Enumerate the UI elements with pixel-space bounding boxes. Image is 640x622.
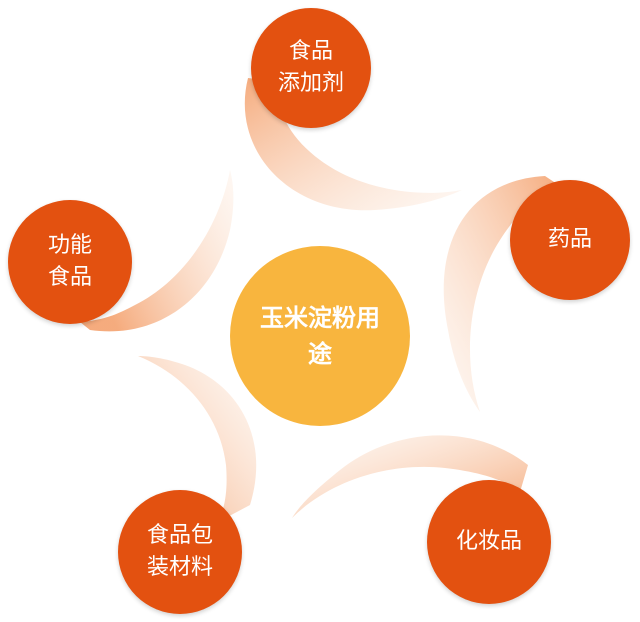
- node-food-additive: 食品 添加剂: [251, 8, 371, 128]
- node-functional-food-label: 功能 食品: [47, 233, 92, 290]
- node-medicine: 药品: [510, 180, 630, 300]
- node-cosmetics-label: 化妆品: [455, 529, 522, 555]
- center-node-label: 玉米淀粉用 途: [260, 304, 380, 368]
- center-node: 玉米淀粉用 途: [230, 246, 410, 426]
- node-food-packaging: 食品包 装材料: [118, 490, 242, 614]
- swoosh-bottom-left: [138, 356, 257, 522]
- swoosh-top: [244, 78, 462, 211]
- node-medicine-label: 药品: [547, 227, 592, 253]
- node-functional-food: 功能 食品: [8, 200, 132, 324]
- node-food-packaging-label: 食品包 装材料: [146, 523, 213, 580]
- swoosh-bottom: [292, 435, 528, 518]
- swoosh-left: [80, 170, 234, 332]
- swoosh-right: [443, 176, 560, 412]
- node-cosmetics: 化妆品: [427, 480, 551, 604]
- node-food-additive-label: 食品 添加剂: [277, 39, 344, 96]
